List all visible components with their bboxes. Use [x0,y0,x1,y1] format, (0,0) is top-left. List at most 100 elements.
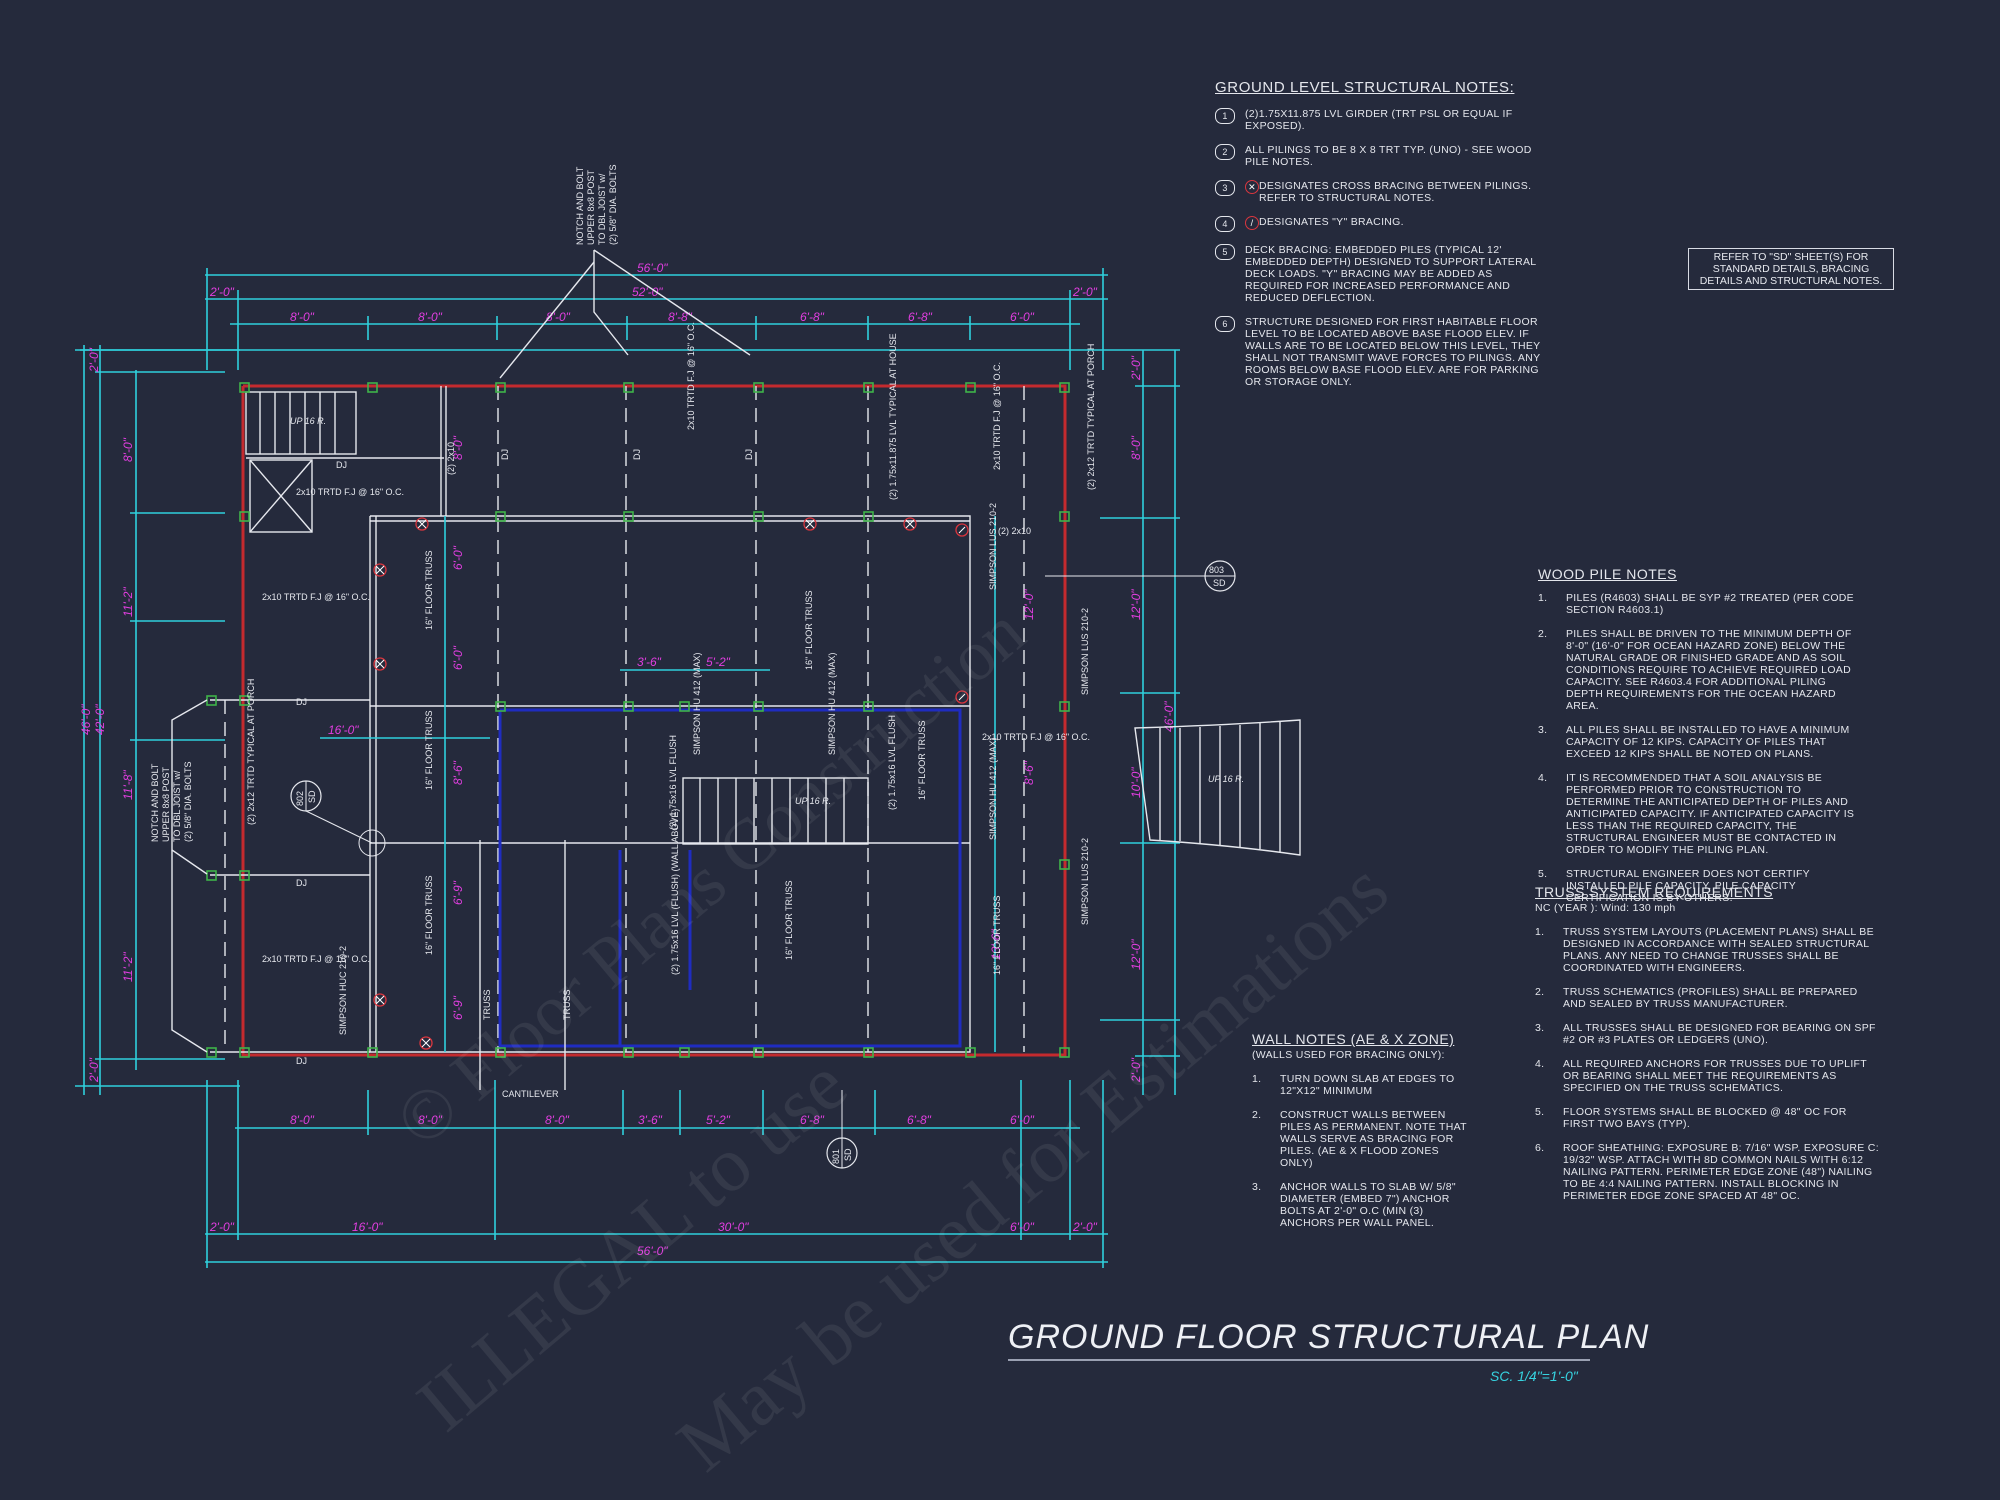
dim-bottom-segment: 30'-0" [718,1220,749,1234]
dim-bottom-bay: 6'-0" [1010,1113,1035,1127]
label-cantilever: CANTILEVER [502,1089,559,1099]
note-number-hex: 5 [1215,244,1235,260]
dim-interior: 13'-6" [989,929,1003,960]
cross-bracing-x [375,519,966,1048]
dim-left-inner: 42'-0" [93,704,107,735]
svg-text:NOTCH AND BOLT: NOTCH AND BOLT [150,763,160,842]
svg-text:802: 802 [295,791,305,806]
dim-bottom-overall: 56'-0" [637,1244,668,1258]
note-text: ALL PILES SHALL BE INSTALLED TO HAVE A M… [1566,724,1850,760]
label-simpson-hu: SIMPSON HU 412 (MAX) [827,652,837,755]
dim-interior: 3'-6" [637,655,662,669]
y-bracing-icon: / [1245,216,1259,230]
dim-top-bay: 6'-8" [800,310,825,324]
note-number: 5. [1538,868,1548,880]
label-floor-truss: 16" FLOOR TRUSS [992,895,1002,975]
framing-plan: 6'-0" 6'-0" 8'-6" 6'-9" 6'-9" 3'-6" 5'-2… [150,322,1301,1099]
svg-text:(2) 5/8" DIA. BOLTS: (2) 5/8" DIA. BOLTS [183,761,193,842]
svg-text:TO DBL JOIST w/: TO DBL JOIST w/ [597,173,607,245]
dim-right-segment: 12'-0" [1129,589,1143,620]
dim-left-overall: 46'-0" [79,704,93,735]
label-truss: TRUSS [562,989,572,1020]
label-dj: DJ [296,878,307,888]
left-dimensions: 46'-0" 42'-0" 2'-0" 8'-0" 11'-2" 11'-8" … [75,345,240,1095]
note-text: PILES (R4603) SHALL BE SYP #2 TREATED (P… [1566,592,1854,616]
bottom-dimensions: 8'-0" 8'-0" 8'-0" 3'-6" 5'-2" 6'-8" 6'-8… [205,1080,1108,1268]
note-number: 4. [1535,1058,1545,1070]
note-number: 6. [1535,1142,1545,1154]
dim-bottom-segment: 2'-0" [1072,1220,1098,1234]
note-text: ANCHOR WALLS TO SLAB W/ 5/8" DIAMETER (E… [1280,1181,1456,1229]
svg-text:SD: SD [307,790,317,803]
wood-pile-notes-heading: WOOD PILE NOTES [1538,566,1677,582]
note-item: 4 / DESIGNATES "Y" BRACING. [1215,216,1545,232]
dim-left-segment: 2'-0" [87,347,101,373]
dim-top-overall: 56'-0" [637,261,668,275]
svg-text:803: 803 [1209,565,1224,575]
dim-interior: 5'-2" [706,655,731,669]
dim-top-right-offset: 2'-0" [1072,285,1098,299]
note-number: 1. [1535,926,1545,938]
note-number: 3. [1538,724,1548,736]
dim-right-segment: 12'-0" [1129,939,1143,970]
dim-top-bay: 8'-8" [668,310,693,324]
label-truss: TRUSS [482,989,492,1020]
note-text: STRUCTURE DESIGNED FOR FIRST HABITABLE F… [1245,316,1541,388]
note-number: 1. [1252,1073,1262,1085]
ground-level-notes-heading: GROUND LEVEL STRUCTURAL NOTES: [1215,79,1515,96]
note-item: 5 DECK BRACING: EMBEDDED PILES (TYPICAL … [1215,244,1545,304]
note-text: PILES SHALL BE DRIVEN TO THE MINIMUM DEP… [1566,628,1852,712]
svg-text:UPPER 8x8 POST: UPPER 8x8 POST [586,169,596,245]
label-joist: 2x10 TRTD F.J @ 16" O.C. [992,362,1002,470]
note-text: TURN DOWN SLAB AT EDGES TO 12"x12" MINIM… [1280,1073,1455,1097]
dim-bottom-bay: 3'-6" [638,1113,663,1127]
note-text: CONSTRUCT WALLS BETWEEN PILES AS PERMANE… [1280,1109,1467,1169]
note-item: 6 STRUCTURE DESIGNED FOR FIRST HABITABLE… [1215,316,1545,388]
note-number: 2. [1535,986,1545,998]
note-text: TRUSS SCHEMATICS (PROFILES) SHALL BE PRE… [1563,986,1858,1010]
label-joist: 2x10 TRTD F.J @ 16" O.C. [982,732,1090,742]
note-number: 3. [1535,1022,1545,1034]
dim-top-inner: 52'-0" [632,285,663,299]
note-number: 2. [1252,1109,1262,1121]
dim-bottom-bay: 8'-0" [290,1113,315,1127]
label-floor-truss: 16" FLOOR TRUSS [917,720,927,800]
drawing-title: GROUND FLOOR STRUCTURAL PLAN [1008,1318,1648,1361]
dim-left-segment: 11'-2" [121,952,135,982]
label-porch-beam: (2) 2x12 TRTD TYPICAL AT PORCH [1086,344,1096,490]
notch-bolt-note-left: NOTCH AND BOLT UPPER 8x8 POST TO DBL JOI… [150,699,208,1053]
truss-system-requirements: TRUSS SYSTEM REQUIREMENTS NC (YEAR ): Wi… [1535,885,1880,1214]
dim-bottom-segment: 6'-0" [1010,1220,1035,1234]
notch-bolt-note-top: NOTCH AND BOLT UPPER 8x8 POST TO DBL JOI… [499,164,751,379]
note-text: ALL TRUSSES SHALL BE DESIGNED FOR BEARIN… [1563,1022,1876,1046]
dim-top-bay: 8'-0" [418,310,443,324]
note-item: 3 ✕ DESIGNATES CROSS BRACING BETWEEN PIL… [1215,180,1545,204]
label-house-girder: (2) 1.75x11.875 LVL TYPICAL AT HOUSE [888,333,898,500]
label-floor-truss: 16" FLOOR TRUSS [424,550,434,630]
dim-top-bay: 6'-8" [908,310,933,324]
dim-left-segment: 2'-0" [87,1057,101,1083]
note-number: 3. [1252,1181,1262,1193]
label-simpson-lus: SIMPSON LUS 210-2 [988,503,998,590]
dim-right-segment: 2'-0" [1129,1057,1143,1083]
detail-callout-802[interactable]: 802 SD [290,780,386,857]
label-simpson-lus: SIMPSON LUS 210-2 [1080,838,1090,925]
label-simpson-lus: SIMPSON LUS 210-2 [1080,608,1090,695]
label-stair-up: UP 16 R. [290,416,326,426]
note-number-hex: 3 [1215,180,1235,196]
note-text: TRUSS SYSTEM LAYOUTS (PLACEMENT PLANS) S… [1563,926,1874,974]
cross-bracing-icon: ✕ [1245,180,1259,194]
svg-text:(2) 5/8" DIA. BOLTS: (2) 5/8" DIA. BOLTS [608,164,618,245]
dim-left-segment: 8'-0" [121,437,135,462]
cross-bracing-marks [373,517,969,1050]
note-number-hex: 1 [1215,108,1235,124]
label-dj: DJ [336,460,347,470]
dim-interior: 6'-0" [451,645,465,670]
detail-callout-803[interactable]: 803 SD [1045,560,1236,592]
label-lvl-flush-wall: (2) 1.75x16 LVL (FLUSH) (WALL ABOVE) [670,809,680,975]
dim-interior: 16'-0" [328,723,359,737]
svg-text:UPPER 8x8 POST: UPPER 8x8 POST [161,766,171,842]
detail-callout-801[interactable]: 801 SD [826,1090,858,1169]
dim-bottom-bay: 5'-2" [706,1113,731,1127]
drawing-scale: SC. 1/4"=1'-0" [1490,1368,1578,1384]
